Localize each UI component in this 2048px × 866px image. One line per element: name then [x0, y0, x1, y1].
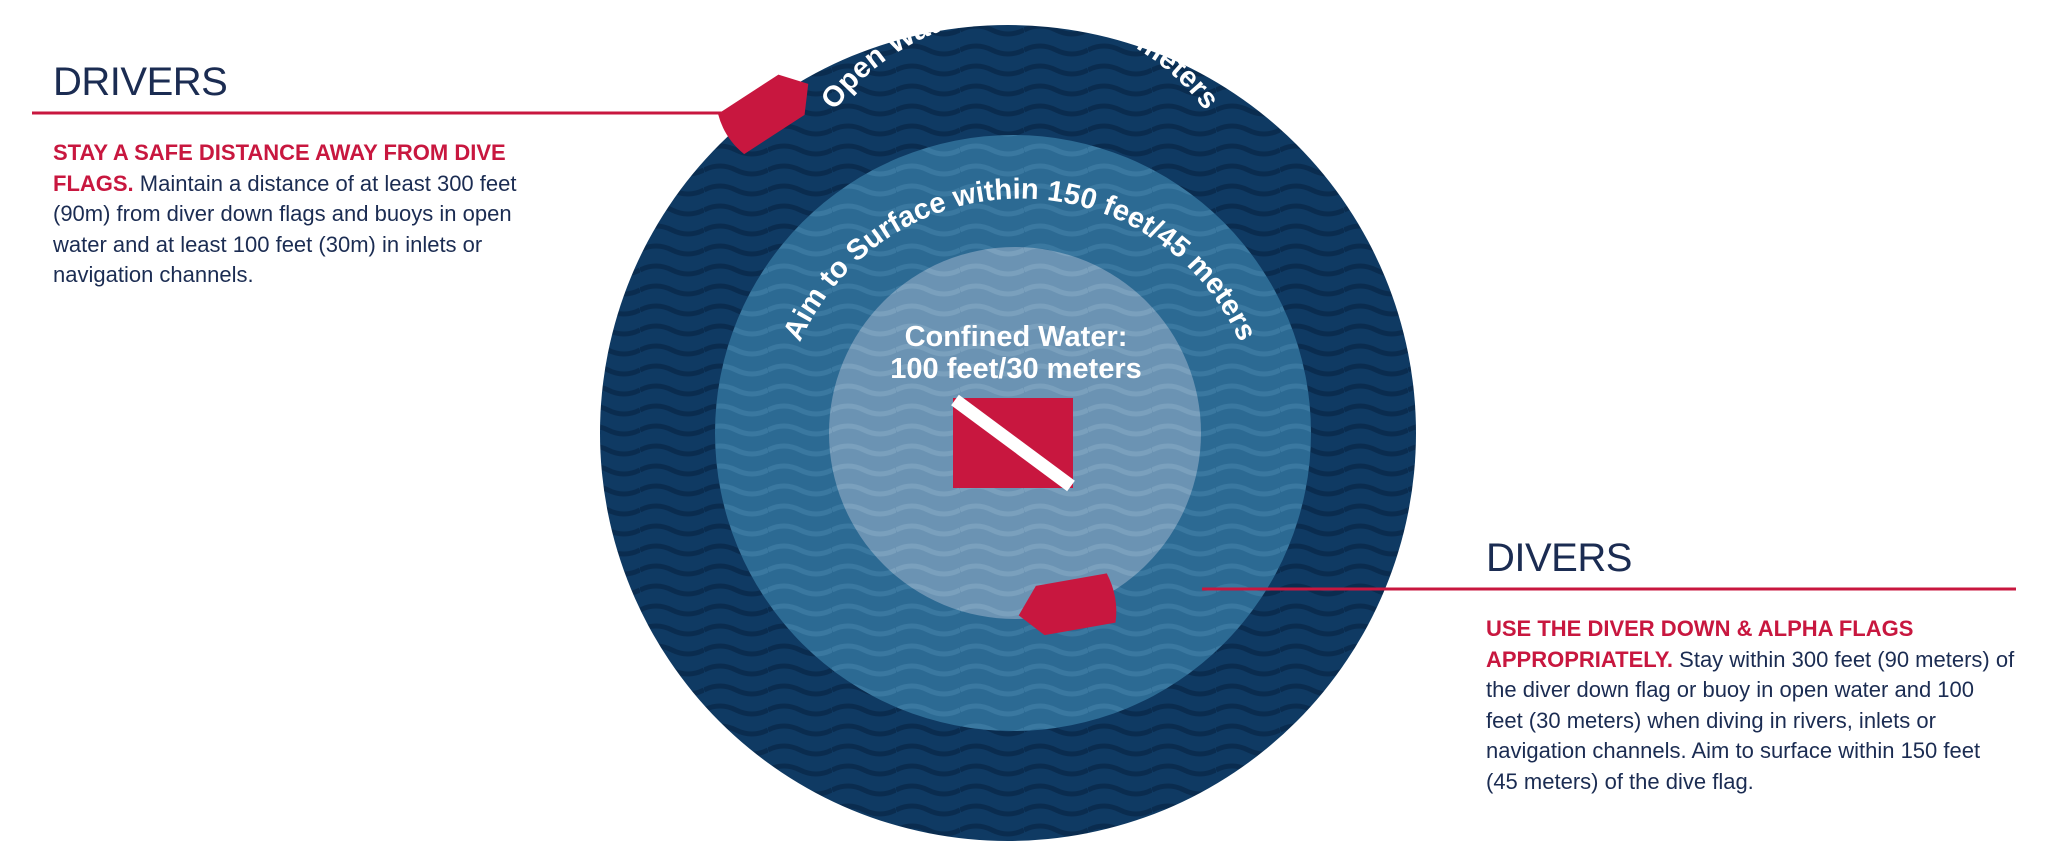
divers-lead: USE THE DIVER DOWN & ALPHA FLAGS APPROPR… [1486, 616, 1914, 672]
boat-icon [1018, 573, 1117, 636]
confined-water-label-line2: 100 feet/30 meters [890, 353, 1142, 385]
drivers-heading: DRIVERS [53, 60, 228, 104]
divers-body: Stay within 300 feet (90 meters) of the … [1486, 646, 2015, 794]
diver-down-flag-icon [951, 394, 1075, 492]
divers-text: USE THE DIVER DOWN & ALPHA FLAGS APPROPR… [1486, 614, 2016, 797]
divers-heading: DIVERS [1486, 536, 1632, 580]
drivers-body: Maintain a distance of at least 300 feet… [53, 170, 517, 288]
confined-water-label-line1: Confined Water: [905, 321, 1128, 353]
drivers-lead: STAY A SAFE DISTANCE AWAY FROM DIVE FLAG… [53, 140, 506, 196]
boat-icon [718, 74, 809, 155]
drivers-text: STAY A SAFE DISTANCE AWAY FROM DIVE FLAG… [53, 138, 553, 291]
